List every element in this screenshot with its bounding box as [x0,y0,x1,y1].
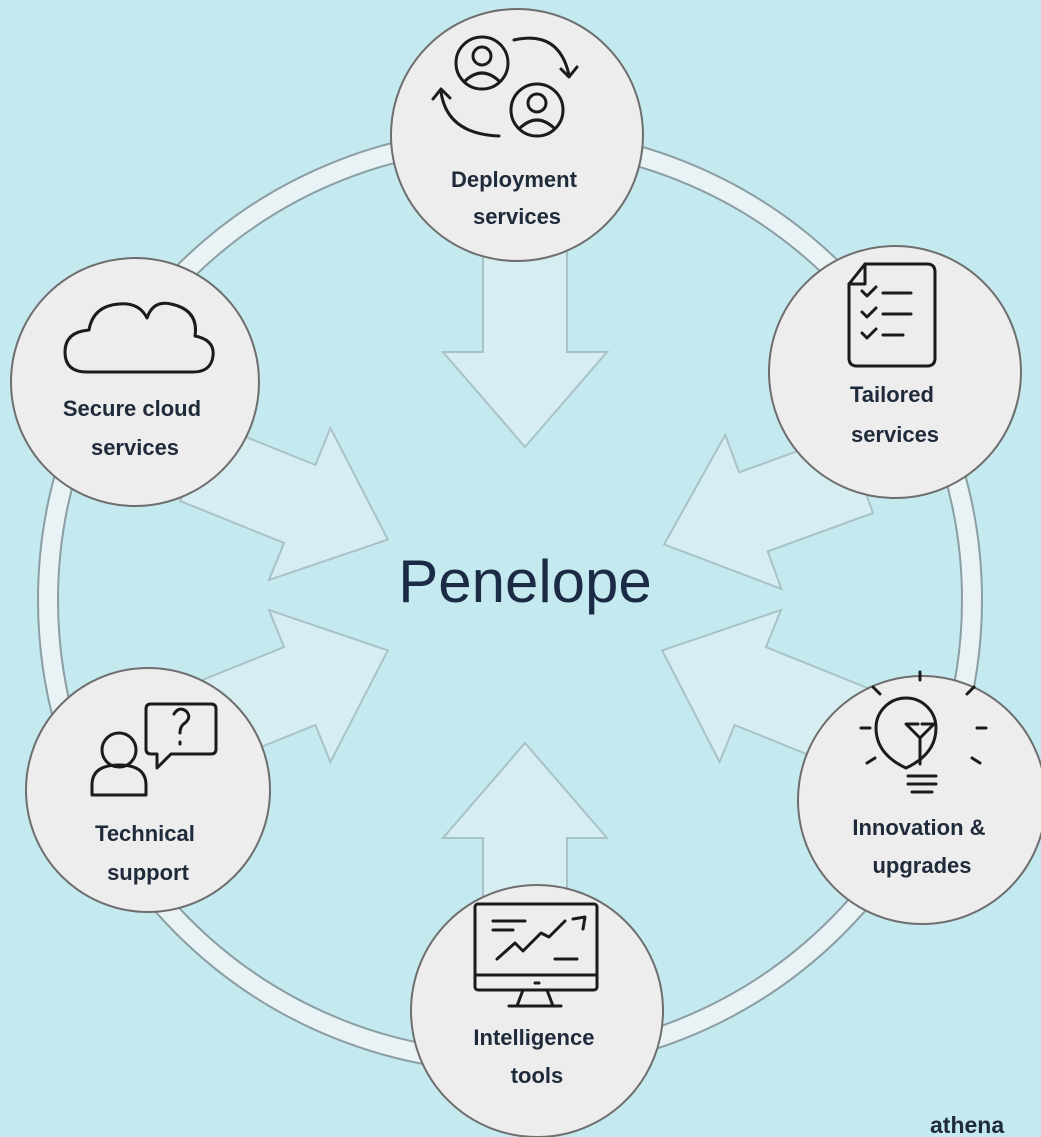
svg-text:Deployment services: Deployment services [451,167,583,229]
svg-text:Innovation & upgrades: Innovation & upgrades [852,815,991,878]
node-cloud: Secure cloud services [10,257,260,507]
brand-name: athena [930,1112,1004,1137]
node-deployment-line1: Deployment [451,167,578,192]
svg-text:Secure cloud services: Secure cloud services [63,396,207,460]
lightbulb-icon [859,670,988,794]
person-question-icon [90,702,218,797]
cloud-icon [63,301,215,374]
node-cloud-line1: Secure cloud [63,396,201,421]
node-tailored: Tailored services [768,245,1022,499]
node-intelligence-line2: tools [511,1063,564,1088]
node-cloud-line2: services [91,435,179,460]
arrow-from-cloud [178,421,390,582]
node-technical-line1: Technical [95,821,195,846]
node-intelligence-line1: Intelligence [473,1025,594,1050]
node-technical-line2: support [107,860,190,885]
node-technical: Technical support [25,667,271,913]
node-innovation: Innovation & upgrades [797,670,1041,925]
center-title: Penelope [398,548,652,615]
node-deployment: Deployment services [390,8,644,262]
node-intelligence: Intelligence tools [410,884,664,1137]
arrow-from-deployment [440,239,610,449]
svg-text:Intelligence tools: Intelligence tools [473,1025,600,1088]
node-innovation-line1: Innovation & [852,815,985,840]
svg-text:Tailored services: Tailored services [850,382,940,447]
node-tailored-line2: services [851,422,939,447]
monitor-chart-icon [473,902,599,1008]
node-tailored-line1: Tailored [850,382,934,407]
svg-text:Technical support: Technical support [95,821,201,885]
people-exchange-icon [431,35,579,138]
checklist-icon [847,262,937,368]
node-deployment-line2: services [473,204,561,229]
node-innovation-line2: upgrades [872,853,971,878]
arrow-from-innovation [660,608,872,769]
